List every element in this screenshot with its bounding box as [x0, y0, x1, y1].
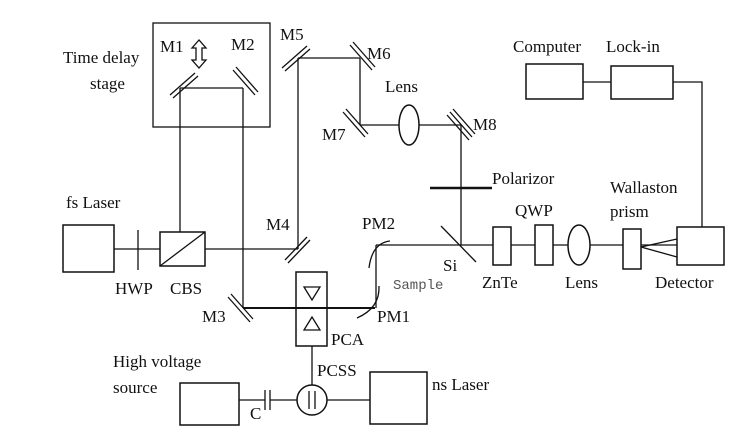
label-m6: M6 [367, 44, 391, 63]
mirror-m8 [446, 108, 476, 141]
label-lockin: Lock-in [606, 37, 660, 56]
mirror-m5 [281, 45, 311, 72]
mirror-m7 [342, 108, 369, 138]
ns-laser-box[interactable] [369, 371, 428, 425]
label-fs-laser: fs Laser [66, 193, 121, 212]
label-source: source [113, 378, 157, 397]
label-hwp: HWP [115, 279, 153, 298]
mirror-m4 [284, 236, 311, 264]
label-m7: M7 [322, 125, 346, 144]
label-pm2: PM2 [362, 214, 395, 233]
label-high-voltage: High voltage [113, 352, 201, 371]
label-polarizer: Polarizor [492, 169, 555, 188]
cbs-diagonal [159, 231, 206, 267]
triangle-down-icon [302, 286, 322, 302]
label-time-delay: Time delay [63, 48, 140, 67]
computer-box[interactable] [525, 63, 584, 100]
qwp-plate [534, 224, 554, 266]
wallaston-prism [622, 228, 642, 270]
label-sample: Sample [393, 278, 443, 294]
label-lens-top: Lens [385, 77, 418, 96]
fs-laser-box[interactable] [62, 224, 115, 273]
label-ns-laser: ns Laser [432, 375, 489, 394]
znte-crystal [492, 226, 512, 266]
label-m2: M2 [231, 35, 255, 54]
high-voltage-source-box[interactable] [179, 382, 240, 426]
label-wallaston: Wallaston [610, 178, 678, 197]
detector-box[interactable] [676, 226, 725, 266]
label-pca: PCA [331, 330, 365, 349]
pcss-switch [296, 384, 328, 416]
label-pcss: PCSS [317, 361, 357, 380]
parabolic-mirror-pm1 [356, 285, 380, 319]
label-qwp: QWP [515, 201, 553, 220]
capacitor [264, 390, 271, 410]
si-wafer [440, 225, 477, 263]
lockin-box[interactable] [610, 65, 674, 100]
label-m5: M5 [280, 25, 304, 44]
double-arrow-icon [190, 39, 208, 69]
label-pm1: PM1 [377, 307, 410, 326]
label-capacitor: C [250, 404, 261, 423]
label-m8: M8 [473, 115, 497, 134]
triangle-up-icon [302, 315, 322, 331]
mirror-m2 [232, 66, 259, 96]
mirror-m3 [227, 293, 254, 323]
label-prism: prism [610, 202, 649, 221]
label-m4: M4 [266, 215, 290, 234]
label-m3: M3 [202, 307, 226, 326]
label-lens-bottom: Lens [565, 273, 598, 292]
mirror-m6 [349, 41, 376, 71]
label-computer: Computer [513, 37, 581, 56]
lens-top [398, 104, 420, 146]
label-m1: M1 [160, 37, 184, 56]
label-stage: stage [90, 74, 125, 93]
time-delay-stage[interactable] [152, 22, 271, 128]
label-si: Si [443, 256, 457, 275]
mirror-m1 [169, 72, 199, 99]
lens-bottom [567, 224, 591, 266]
label-cbs: CBS [170, 279, 202, 298]
label-znte: ZnTe [482, 273, 518, 292]
label-detector: Detector [655, 273, 714, 292]
parabolic-mirror-pm2 [368, 240, 391, 269]
